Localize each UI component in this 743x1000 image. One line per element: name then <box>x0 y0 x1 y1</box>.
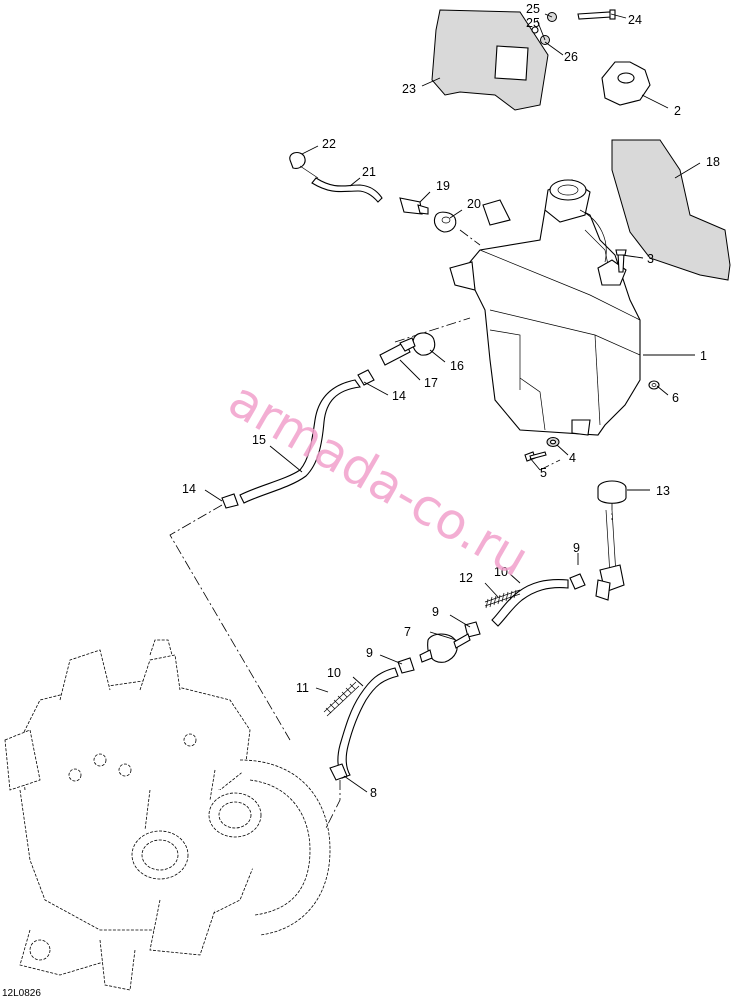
callout-1: 1 <box>700 349 707 363</box>
watermark-text: armada-co.ru <box>219 370 538 588</box>
part-8-clamp <box>329 763 348 781</box>
part-18-pad <box>611 139 731 281</box>
part-19-fitting <box>399 197 429 215</box>
part-23-heat-shield <box>431 9 549 111</box>
callout-22: 22 <box>322 137 336 151</box>
callout-23: 23 <box>402 82 416 96</box>
callout-4: 4 <box>569 451 576 465</box>
part-4-washer <box>546 437 560 447</box>
callout-10-right: 10 <box>494 565 508 579</box>
part-21-vent-hose <box>311 177 383 203</box>
callout-25-upper: 25 <box>526 2 540 16</box>
callout-26: 26 <box>564 50 578 64</box>
callout-9-right: 9 <box>573 541 580 555</box>
part-9-clamp-left <box>397 657 415 674</box>
part-1-oil-tank <box>449 179 641 436</box>
callout-7: 7 <box>404 625 411 639</box>
callout-20: 20 <box>467 197 481 211</box>
callout-17: 17 <box>424 376 438 390</box>
callout-24: 24 <box>628 13 642 27</box>
reference-lines <box>169 229 613 831</box>
part-22-vent <box>289 151 319 179</box>
callout-25-lower: 25 <box>526 16 540 30</box>
part-10-hose-right <box>491 579 569 627</box>
callout-5: 5 <box>540 466 547 480</box>
drawing-code: 12L0826 <box>2 988 41 999</box>
part-10-hose-left <box>337 667 399 779</box>
part-12-spring <box>484 589 521 609</box>
part-14-clamp-lower <box>221 493 239 509</box>
part-16-grommet <box>412 332 436 356</box>
part-sensor-assembly <box>595 509 625 601</box>
part-14-clamp-upper <box>357 369 375 386</box>
callout-14-upper: 14 <box>392 389 406 403</box>
part-7-filter <box>419 633 471 663</box>
part-11-spring <box>323 681 360 717</box>
callout-21: 21 <box>362 165 376 179</box>
part-6-grommet <box>648 380 660 390</box>
engine-drawing <box>4 639 331 991</box>
callout-6: 6 <box>672 391 679 405</box>
callout-16: 16 <box>450 359 464 373</box>
part-9-clamp-right <box>569 573 586 590</box>
callout-9-middle: 9 <box>432 605 439 619</box>
callout-15: 15 <box>252 433 266 447</box>
callout-9-left: 9 <box>366 646 373 660</box>
callout-11: 11 <box>296 681 309 695</box>
callout-2: 2 <box>674 104 681 118</box>
part-2-tank-cap <box>601 61 651 106</box>
part-5-screw <box>524 451 547 462</box>
part-15-oil-hose <box>239 379 361 504</box>
callout-19: 19 <box>436 179 450 193</box>
part-13-grommet <box>597 480 627 504</box>
callout-8: 8 <box>370 786 377 800</box>
callout-leaders <box>204 13 701 793</box>
callout-labels: 1 2 3 4 5 6 7 8 9 9 9 10 10 11 12 13 14 … <box>182 2 720 800</box>
part-20-grommet <box>433 211 457 233</box>
callout-13: 13 <box>656 484 670 498</box>
part-3-screw <box>615 249 627 273</box>
callout-10-left: 10 <box>327 666 341 680</box>
callout-14-lower: 14 <box>182 482 196 496</box>
callout-3: 3 <box>647 252 654 266</box>
callout-18: 18 <box>706 155 720 169</box>
part-17-fitting <box>379 337 416 366</box>
callout-12: 12 <box>459 571 473 585</box>
